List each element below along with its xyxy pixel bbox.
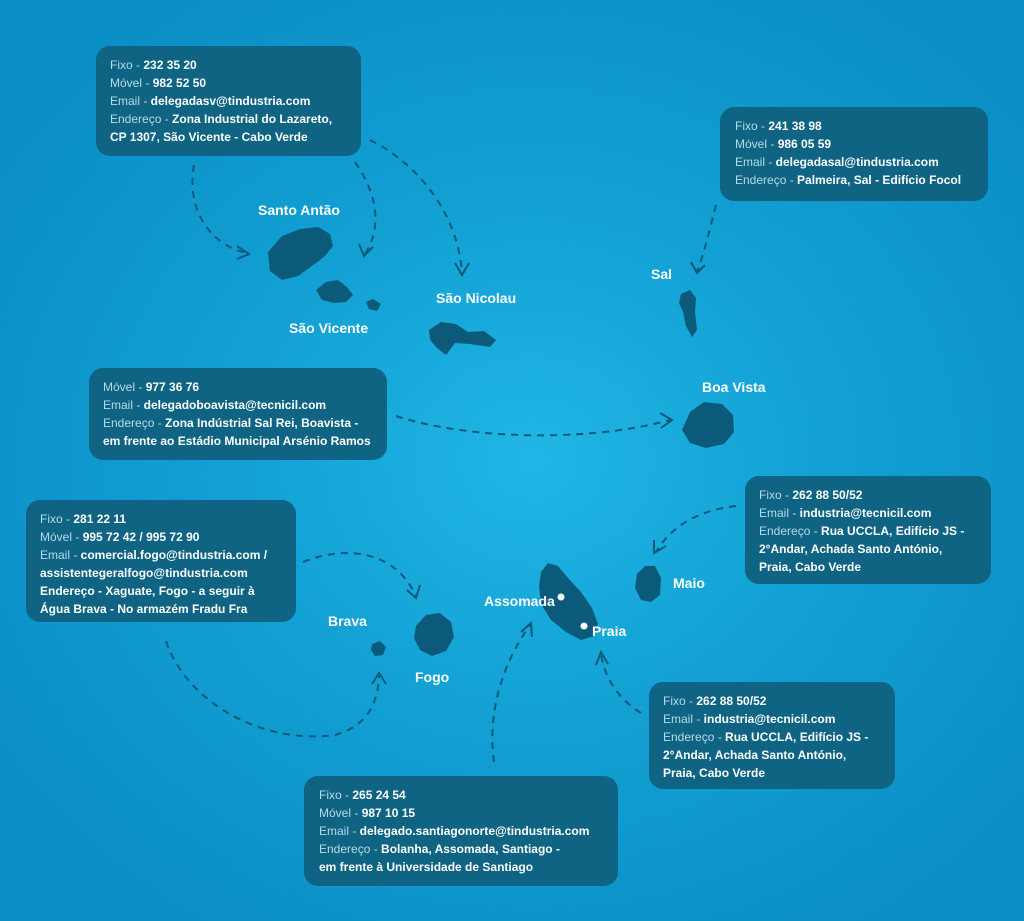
island-santa-luzia — [366, 299, 381, 311]
endereco-label: Endereço - — [735, 173, 798, 187]
endereco-value-cont: 2°Andar, Achada Santo António, — [759, 542, 943, 556]
endereco-label: Endereço - — [759, 524, 822, 538]
movel-label: Móvel - — [735, 137, 778, 151]
endereco-value-cont: em frente ao Estádio Municipal Arsénio R… — [103, 434, 371, 448]
endereco-value: Rua UCCLA, Edifício JS - — [725, 730, 869, 744]
arrow-to-sal — [696, 204, 717, 273]
email-value[interactable]: comercial.fogo@tindustria.com / — [80, 548, 268, 562]
fixo-value: 265 24 54 — [352, 788, 406, 802]
label-maio: Maio — [673, 575, 705, 591]
email-label: Email - — [110, 94, 151, 108]
label-sao-vicente: São Vicente — [289, 320, 369, 336]
email-value[interactable]: delegadasal@tindustria.com — [775, 155, 939, 169]
fixo-label: Fixo - — [663, 694, 697, 708]
endereco-value: Zona Indústrial Sal Rei, Boavista - — [165, 416, 359, 430]
movel-value: 982 52 50 — [152, 76, 207, 90]
island-sao-vicente — [316, 280, 353, 303]
email-value[interactable]: industria@tecnicil.com — [703, 712, 836, 726]
movel-value: 995 72 42 / 995 72 90 — [82, 530, 200, 544]
island-maio — [635, 566, 661, 602]
email-value-2[interactable]: assistentegeralfogo@tindustria.com — [40, 566, 248, 580]
email-value[interactable]: delegadoboavista@tecnicil.com — [143, 398, 327, 412]
island-sao-nicolau — [429, 322, 496, 355]
movel-label: Móvel - — [103, 380, 146, 394]
arrow-to-maio — [655, 505, 737, 553]
assomada-marker — [557, 593, 565, 601]
endereco-value: Endereço - Xaguate, Fogo - a seguir à — [40, 584, 255, 598]
endereco-label: Endereço - — [663, 730, 726, 744]
endereco-value-cont: Água Brava - No armazém Fradu Fra — [40, 602, 248, 616]
island-santo-antao — [268, 227, 333, 280]
fixo-value: 262 88 50/52 — [792, 488, 863, 502]
fixo-value: 232 35 20 — [143, 58, 197, 72]
fixo-value: 281 22 11 — [73, 512, 127, 526]
movel-label: Móvel - — [40, 530, 83, 544]
label-assomada: Assomada — [484, 593, 555, 609]
email-label: Email - — [663, 712, 704, 726]
fixo-label: Fixo - — [759, 488, 793, 502]
fixo-value: 241 38 98 — [768, 119, 822, 133]
fixo-value: 262 88 50/52 — [696, 694, 767, 708]
endereco-label: Endereço - — [103, 416, 166, 430]
endereco-value: Rua UCCLA, Edifício JS - — [821, 524, 965, 538]
endereco-value-cont: em frente à Universidade de Santiago — [319, 860, 534, 874]
praia-marker — [580, 622, 588, 630]
movel-value: 986 05 59 — [777, 137, 832, 151]
email-label: Email - — [319, 824, 360, 838]
movel-label: Móvel - — [319, 806, 362, 820]
contact-card-santiago-norte: Fixo - 265 24 54 Móvel - 987 10 15 Email… — [304, 776, 618, 886]
endereco-label: Endereço - — [110, 112, 173, 126]
label-sao-nicolau: São Nicolau — [436, 290, 517, 306]
fixo-label: Fixo - — [735, 119, 769, 133]
endereco-value-cont-2: Praia, Cabo Verde — [663, 766, 766, 780]
island-santiago — [539, 563, 598, 640]
endereco-value: Palmeira, Sal - Edifício Focol — [797, 173, 962, 187]
label-sal: Sal — [651, 266, 673, 282]
island-sal — [679, 290, 697, 337]
label-praia: Praia — [592, 623, 627, 639]
email-value[interactable]: industria@tecnicil.com — [799, 506, 932, 520]
arrow-to-boa-vista — [395, 415, 671, 437]
fixo-label: Fixo - — [110, 58, 144, 72]
label-fogo: Fogo — [415, 669, 450, 685]
email-label: Email - — [40, 548, 81, 562]
email-label: Email - — [103, 398, 144, 412]
endereco-value-cont: 2°Andar, Achada Santo António, — [663, 748, 847, 762]
email-value[interactable]: delegado.santiagonorte@tindustria.com — [359, 824, 590, 838]
island-fogo — [414, 613, 454, 656]
arrow-sv-to-santo-antao — [191, 164, 248, 254]
contact-card-boa-vista: Móvel - 977 36 76 Email - delegadoboavis… — [89, 368, 387, 460]
fixo-label: Fixo - — [319, 788, 353, 802]
label-santo-antao: Santo Antão — [258, 202, 340, 218]
movel-value: 987 10 15 — [361, 806, 416, 820]
endereco-value-cont-2: Praia, Cabo Verde — [759, 560, 862, 574]
label-boa-vista: Boa Vista — [702, 379, 766, 395]
email-value[interactable]: delegadasv@tindustria.com — [150, 94, 311, 108]
label-brava: Brava — [328, 613, 367, 629]
email-label: Email - — [759, 506, 800, 520]
fixo-label: Fixo - — [40, 512, 74, 526]
endereco-value: Zona Industrial do Lazareto, — [172, 112, 333, 126]
endereco-value-cont: CP 1307, São Vicente - Cabo Verde — [110, 130, 308, 144]
endereco-value: Bolanha, Assomada, Santiago - — [381, 842, 560, 856]
arrow-fogo-card-to-fogo — [302, 552, 417, 597]
movel-value: 977 36 76 — [145, 380, 200, 394]
arrow-sv-to-sao-nicolau — [369, 139, 463, 274]
contact-card-maio: Fixo - 262 88 50/52 Email - industria@te… — [745, 476, 991, 584]
contact-card-praia: Fixo - 262 88 50/52 Email - industria@te… — [649, 682, 895, 789]
movel-label: Móvel - — [110, 76, 153, 90]
island-boa-vista — [682, 402, 734, 448]
arrow-sv-to-sao-vicente — [354, 161, 377, 255]
arrow-fogo-card-to-brava — [165, 640, 380, 738]
arrow-to-praia — [600, 653, 642, 714]
contact-card-sal: Fixo - 241 38 98 Móvel - 986 05 59 Email… — [720, 107, 988, 201]
contact-card-sao-vicente: Fixo - 232 35 20 Móvel - 982 52 50 Email… — [96, 46, 361, 156]
email-label: Email - — [735, 155, 776, 169]
contact-card-fogo: Fixo - 281 22 11 Móvel - 995 72 42 / 995… — [26, 500, 296, 622]
island-brava — [371, 641, 386, 656]
endereco-label: Endereço - — [319, 842, 382, 856]
arrow-to-santiago-norte — [491, 624, 531, 763]
